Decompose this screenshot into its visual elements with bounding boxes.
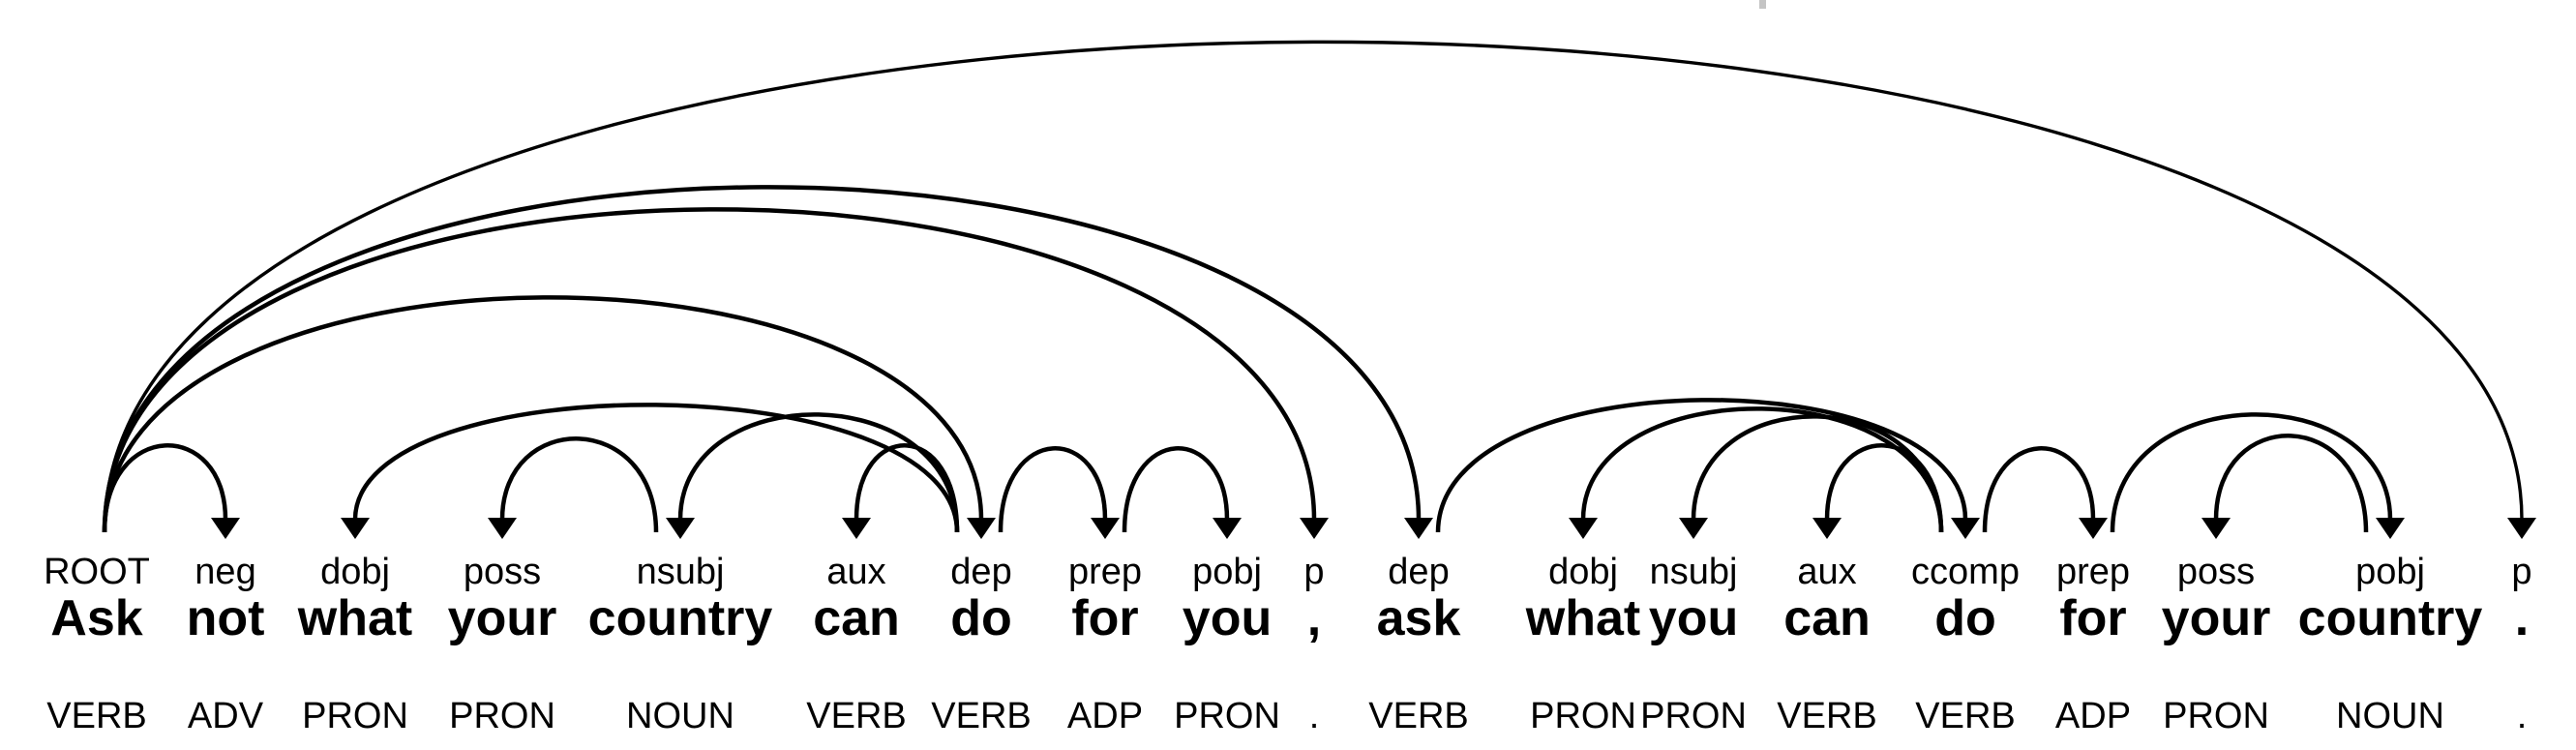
- word-19: .: [2514, 590, 2530, 646]
- pos-tag-8: ADP: [1066, 696, 1144, 736]
- arrowhead-10: [1300, 518, 1329, 539]
- pos-tag-16: ADP: [2054, 696, 2132, 736]
- word-5: country: [587, 590, 773, 646]
- pos-tag-14: VERB: [1777, 696, 1877, 736]
- dep-label-15: ccomp: [1911, 552, 2020, 592]
- arrowhead-14: [1812, 518, 1842, 539]
- dep-label-19: p: [2511, 552, 2532, 592]
- arrowhead-18: [2376, 518, 2405, 539]
- arc-prep-16: [1982, 446, 2096, 533]
- arrowhead-4: [488, 518, 517, 539]
- pos-tag-7: VERB: [931, 696, 1032, 736]
- arc-pobj-9: [1122, 446, 1230, 533]
- arrowhead-17: [2202, 518, 2231, 539]
- dep-label-17: poss: [2176, 552, 2256, 592]
- arc-poss-4: [499, 436, 659, 533]
- arrowhead-12: [1569, 518, 1598, 539]
- arc-p-10: [102, 207, 1317, 533]
- word-1: Ask: [50, 590, 143, 646]
- pos-tag-17: PRON: [2163, 696, 2269, 736]
- arc-p-19: [103, 40, 2524, 533]
- word-17: your: [2161, 590, 2271, 646]
- pos-tag-11: VERB: [1368, 696, 1469, 736]
- dep-label-8: prep: [1067, 552, 1143, 592]
- pos-tag-5: NOUN: [626, 696, 734, 736]
- arrowhead-2: [211, 518, 240, 539]
- arc-aux-14: [1824, 443, 1944, 533]
- arrowhead-6: [842, 518, 871, 539]
- arrowhead-3: [341, 518, 370, 539]
- word-4: your: [447, 590, 557, 646]
- arc-dep-7: [102, 295, 984, 533]
- arc-dobj-12: [1580, 406, 1944, 533]
- dep-label-7: dep: [950, 552, 1012, 592]
- arrowhead-5: [666, 518, 695, 539]
- dep-label-10: p: [1303, 552, 1325, 592]
- pos-tag-2: ADV: [187, 696, 264, 736]
- render-artifact-tick: [1759, 0, 1766, 9]
- arrowhead-11: [1404, 518, 1433, 539]
- pos-tag-12: PRON: [1530, 696, 1636, 736]
- dep-label-6: aux: [826, 552, 886, 592]
- word-9: you: [1182, 590, 1273, 646]
- arc-ccomp-15: [1435, 398, 1968, 533]
- dep-label-11: dep: [1388, 552, 1450, 592]
- word-11: ask: [1376, 590, 1461, 646]
- arrowhead-7: [967, 518, 996, 539]
- word-15: do: [1934, 590, 1996, 646]
- word-8: for: [1071, 590, 1139, 646]
- word-10: ,: [1306, 590, 1322, 646]
- word-7: do: [950, 590, 1012, 646]
- arc-pobj-18: [2110, 412, 2393, 533]
- pos-tag-15: VERB: [1915, 696, 2016, 736]
- dep-label-12: dobj: [1548, 552, 1618, 592]
- arc-dep-11: [102, 185, 1422, 533]
- pos-tag-9: PRON: [1174, 696, 1280, 736]
- arrowhead-19: [2507, 518, 2536, 539]
- dep-label-1: ROOT: [44, 552, 150, 592]
- dep-label-18: pobj: [2355, 552, 2425, 592]
- pos-tag-4: PRON: [449, 696, 555, 736]
- dep-label-14: aux: [1797, 552, 1857, 592]
- word-18: country: [2297, 590, 2483, 646]
- word-14: can: [1783, 590, 1871, 646]
- dep-label-4: poss: [463, 552, 542, 592]
- arrowhead-16: [2079, 518, 2108, 539]
- arc-nsubj-5: [677, 412, 960, 533]
- arrowhead-15: [1951, 518, 1980, 539]
- word-13: you: [1648, 590, 1739, 646]
- arc-nsubj-13: [1691, 414, 1944, 533]
- word-12: what: [1525, 590, 1641, 646]
- word-3: what: [297, 590, 413, 646]
- arrowhead-9: [1213, 518, 1242, 539]
- arrowhead-8: [1091, 518, 1120, 539]
- dep-label-2: neg: [195, 552, 256, 592]
- pos-tag-19: .: [2516, 696, 2528, 736]
- pos-tag-3: PRON: [302, 696, 408, 736]
- dep-label-13: nsubj: [1649, 552, 1738, 592]
- pos-tag-1: VERB: [46, 696, 147, 736]
- arc-prep-8: [998, 446, 1108, 533]
- pos-tag-18: NOUN: [2336, 696, 2444, 736]
- dep-label-16: prep: [2055, 552, 2131, 592]
- pos-tag-6: VERB: [806, 696, 907, 736]
- arc-aux-6: [854, 443, 960, 533]
- word-2: not: [186, 590, 265, 646]
- word-16: for: [2059, 590, 2127, 646]
- word-6: can: [813, 590, 900, 646]
- pos-tag-13: PRON: [1640, 696, 1747, 736]
- arc-poss-17: [2213, 434, 2369, 533]
- dep-label-3: dobj: [320, 552, 390, 592]
- dep-label-5: nsubj: [636, 552, 725, 592]
- arrowhead-13: [1679, 518, 1708, 539]
- pos-tag-10: .: [1308, 696, 1320, 736]
- arc-dobj-3: [352, 403, 960, 533]
- dep-label-9: pobj: [1192, 552, 1262, 592]
